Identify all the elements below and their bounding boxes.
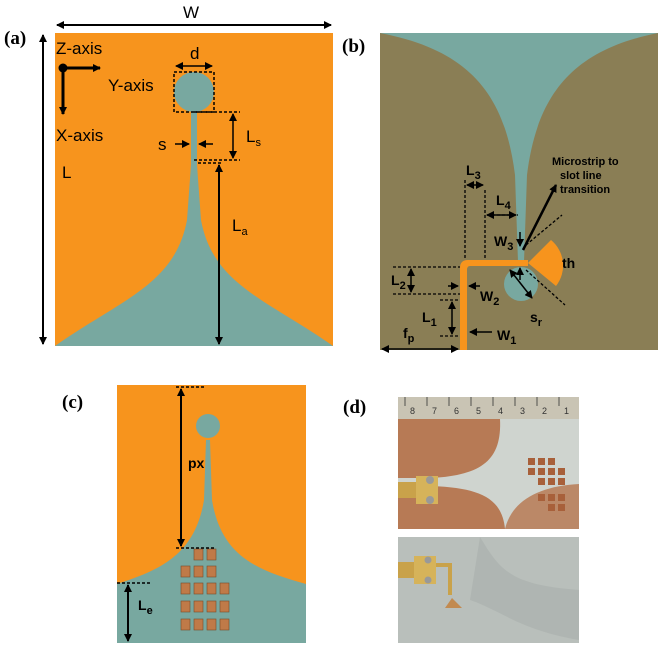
photo-top-cells (528, 458, 565, 511)
panel-c: (c) px Le (62, 385, 306, 643)
panel-c-label: (c) (62, 392, 83, 413)
panel-a-slot-circle (174, 72, 214, 112)
annotation-line-2: slot line (560, 170, 602, 182)
photo-top-copper-upper (398, 419, 501, 478)
ruler-tick-8: 1 (564, 406, 569, 416)
dim-fp-label: fp (403, 325, 415, 345)
panel-c-tapered-slot (117, 440, 306, 643)
dim-w3-label: W3 (494, 233, 513, 253)
dim-l2-label: L2 (391, 272, 406, 292)
dim-l1-label: L1 (422, 309, 437, 329)
panel-b-label: (b) (342, 36, 365, 57)
x-axis-label: X-axis (56, 126, 103, 145)
ruler-tick-7: 2 (542, 406, 547, 416)
ruler-tick-6: 3 (520, 406, 525, 416)
dim-w2-label: W2 (480, 288, 499, 308)
z-axis-label: Z-axis (56, 39, 102, 58)
dim-ls-label: Ls (246, 127, 261, 149)
panel-b-dimension-guides (393, 180, 566, 337)
dim-l4-label: L4 (496, 192, 512, 212)
photo-top-sma-connector (398, 476, 438, 504)
dim-th-label: th (562, 255, 575, 271)
panel-a: (a) W L Z-axis Y-axis X-axis d Ls s (4, 3, 333, 346)
panel-d-label: (d) (343, 397, 366, 418)
photo-bottom-stub (445, 598, 462, 608)
panel-c-unit-cells (180, 548, 230, 631)
panel-a-slot-line (191, 110, 197, 167)
dim-w1-label: W1 (497, 327, 516, 347)
ruler-tick-2: 7 (432, 406, 437, 416)
dim-w-label: W (183, 3, 199, 22)
dim-l-label: L (62, 163, 71, 182)
dim-d-label: d (190, 44, 199, 63)
panel-a-tapered-slot (55, 165, 333, 346)
dim-px-label: px (188, 455, 205, 471)
dim-la-label: La (232, 216, 248, 238)
ruler-tick-3: 6 (454, 406, 459, 416)
photo-bottom-shadow (470, 537, 579, 640)
dim-le-label: Le (138, 597, 153, 617)
panel-b-radial-stub (528, 240, 564, 286)
photo-bottom-sma-connector (398, 556, 436, 584)
panel-b-tapered-slot (380, 33, 658, 262)
panel-d: (d) 8 7 6 5 4 3 2 1 (343, 397, 579, 643)
annotation-line-3: transition (560, 184, 610, 196)
ruler-tick-5: 4 (498, 406, 503, 416)
ruler-tick-4: 5 (476, 406, 481, 416)
ruler (398, 397, 579, 419)
panel-b: (b) L3 L4 W3 L2 (342, 33, 658, 353)
dim-sr-label: sr (530, 309, 543, 329)
panel-b-microstrip-feed (460, 260, 528, 350)
panel-c-slot-circle (196, 414, 220, 438)
panel-a-label: (a) (4, 28, 26, 49)
ruler-tick-1: 8 (410, 406, 415, 416)
dim-s-label: s (158, 135, 167, 154)
annotation-line-1: Microstrip to (552, 156, 619, 168)
dim-l3-label: L3 (466, 162, 481, 182)
dim-sr-arrow (509, 269, 533, 299)
y-axis-label: Y-axis (108, 76, 154, 95)
ruler-ticks (404, 397, 560, 406)
annotation-arrow (521, 184, 558, 251)
